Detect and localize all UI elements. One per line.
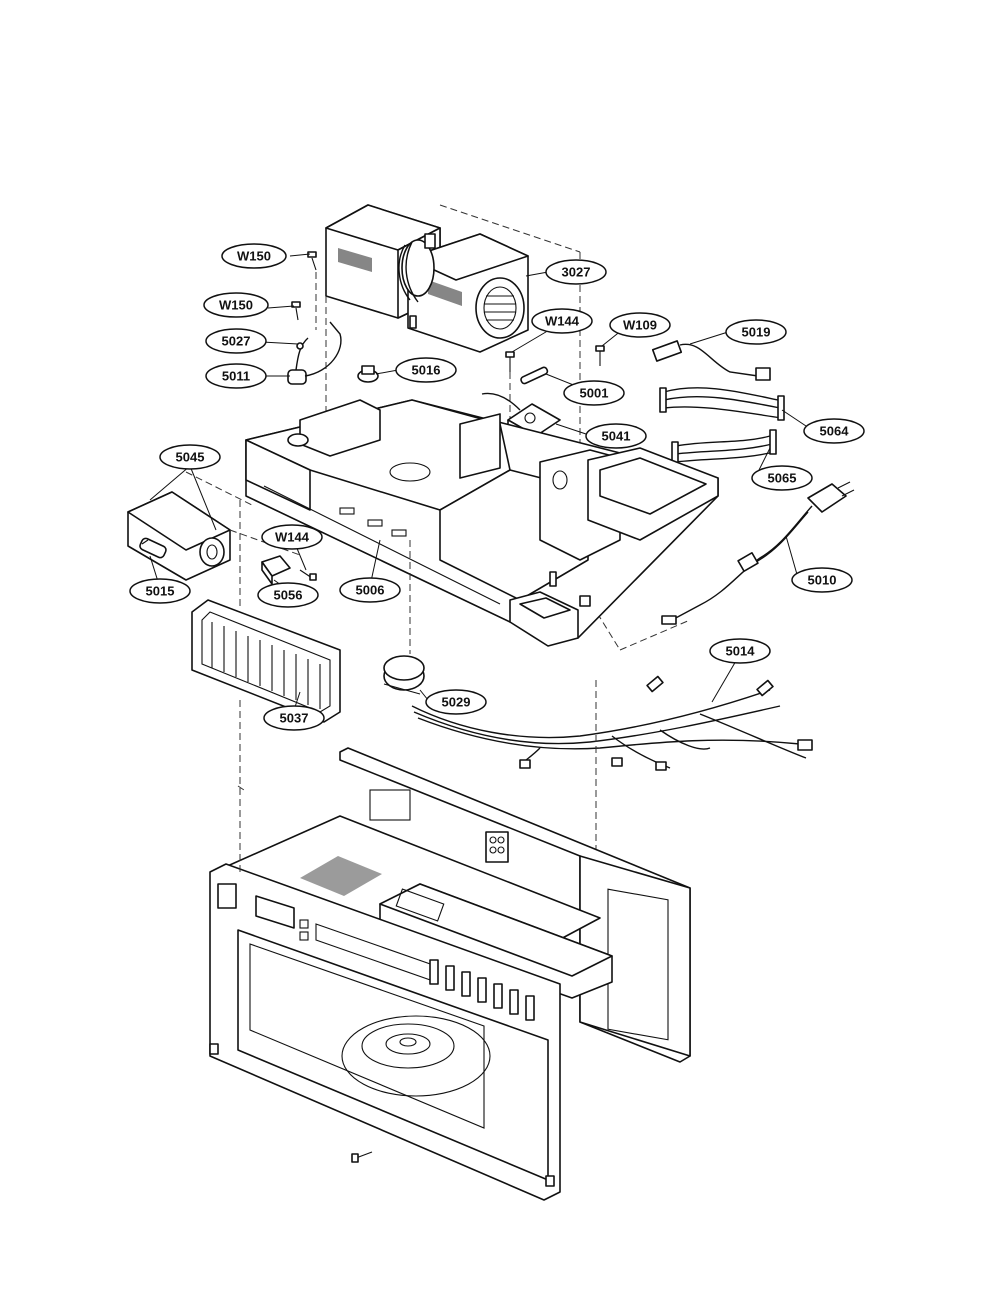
wire-harness-5014 [411, 675, 813, 771]
fuse-5001 [520, 366, 549, 385]
callout-w144-a: W144 [531, 308, 593, 334]
callout-5001: 5001 [563, 380, 625, 406]
callout-5016: 5016 [395, 357, 457, 383]
callout-text: W150 [237, 249, 271, 264]
callout-text: 5041 [602, 429, 631, 444]
harness-5019 [651, 340, 771, 381]
callout-5041: 5041 [585, 423, 647, 449]
callout-5045: 5045 [159, 444, 221, 470]
callout-text: 5011 [222, 369, 250, 384]
callout-text: W144 [545, 314, 580, 329]
thermostat-5011 [287, 321, 342, 385]
callout-5014: 5014 [709, 638, 771, 664]
screw-w144-b [299, 569, 317, 581]
grille-5037 [191, 599, 341, 723]
callout-5027: 5027 [205, 328, 267, 354]
callout-3027: 3027 [545, 259, 607, 285]
callout-text: 5064 [820, 424, 850, 439]
callout-text: 5019 [742, 325, 771, 340]
callout-5010: 5010 [791, 567, 853, 593]
callout-5011: 5011 [205, 363, 267, 389]
callout-5029: 5029 [425, 689, 487, 715]
duct-5045 [127, 491, 231, 581]
callout-w150-b: W150 [203, 292, 269, 318]
callout-text: 5015 [146, 584, 175, 599]
stirrer-motor-5029 [383, 655, 425, 695]
callout-text: W109 [623, 318, 657, 333]
callout-text: 5029 [442, 695, 471, 710]
bulb-socket-5015 [139, 537, 167, 559]
callout-text: 5016 [412, 363, 441, 378]
callout-5064: 5064 [803, 418, 865, 444]
callout-text: 5037 [280, 711, 309, 726]
screw-w150-a [307, 251, 317, 271]
callout-5065: 5065 [751, 465, 813, 491]
harness-5064 [659, 387, 785, 421]
callout-text: W144 [275, 530, 310, 545]
callout-text: 5065 [768, 471, 797, 486]
callout-text: 5006 [356, 583, 385, 598]
callout-text: 5027 [222, 334, 251, 349]
sensor-5016 [357, 365, 379, 383]
callout-w144-b: W144 [261, 524, 323, 550]
callout-5056: 5056 [257, 582, 319, 608]
fan-motor-assembly [325, 204, 529, 353]
callout-5019: 5019 [725, 319, 787, 345]
screw-w109 [595, 345, 605, 366]
callout-text: 5056 [274, 588, 303, 603]
callout-w150-a: W150 [221, 243, 287, 269]
callout-5037: 5037 [263, 705, 325, 731]
switch-5056 [261, 555, 291, 585]
callout-5006: 5006 [339, 577, 401, 603]
callout-text: 5010 [808, 573, 837, 588]
callout-text: 5045 [176, 450, 205, 465]
callout-5015: 5015 [129, 578, 191, 604]
screw-w144-a [505, 351, 515, 372]
oven-cavity-assembly [209, 747, 691, 1201]
callout-text: W150 [219, 298, 253, 313]
callout-text: 5014 [726, 644, 756, 659]
screw-w150-b [291, 301, 301, 321]
callout-text: 5001 [580, 386, 609, 401]
base-plate-5006 [245, 399, 719, 647]
power-cord-5010 [661, 481, 855, 625]
callout-w109: W109 [609, 312, 671, 338]
callout-text: 3027 [562, 265, 591, 280]
harness-5065 [671, 429, 777, 467]
